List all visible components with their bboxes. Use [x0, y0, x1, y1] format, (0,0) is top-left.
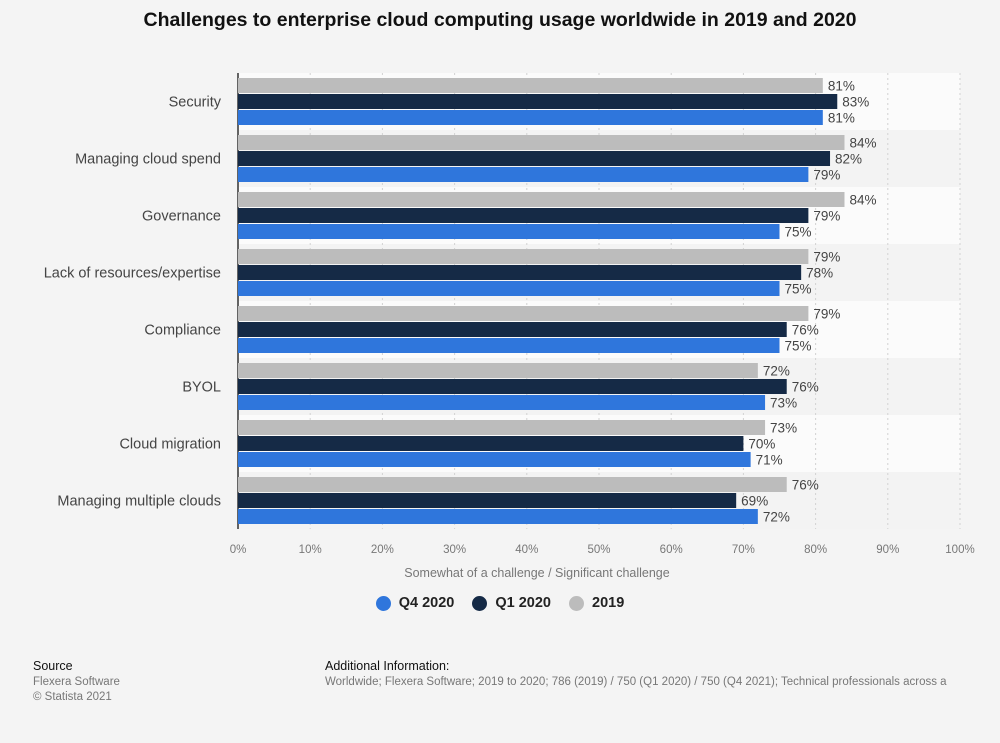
x-tick-label: 50%	[587, 544, 610, 556]
data-label: 79%	[813, 307, 840, 322]
data-label: 70%	[748, 437, 775, 452]
category-label: Compliance	[144, 323, 221, 339]
bar	[238, 493, 737, 508]
category-label: Managing multiple clouds	[57, 494, 221, 510]
legend-item[interactable]: Q4 2020	[375, 595, 455, 611]
bar	[238, 249, 809, 264]
data-label: 79%	[813, 250, 840, 265]
legend-label: 2019	[592, 595, 625, 611]
x-tick-label: 90%	[876, 544, 899, 556]
legend-item[interactable]: Q1 2020	[472, 595, 551, 611]
data-label: 72%	[763, 510, 790, 525]
data-label: 73%	[770, 421, 797, 436]
data-label: 78%	[806, 266, 833, 281]
bar	[238, 151, 831, 166]
additional-info-heading: Additional Information:	[325, 659, 450, 673]
bar	[238, 322, 787, 337]
data-label: 75%	[785, 225, 812, 240]
bar	[238, 363, 758, 378]
additional-info-block: Additional Information: Worldwide; Flexe…	[325, 659, 1000, 690]
chart-legend: Q4 2020 Q1 2020 2019	[0, 595, 1000, 611]
bar	[238, 452, 751, 467]
legend-label: Q4 2020	[398, 595, 455, 611]
data-label: 75%	[785, 339, 812, 354]
bar	[238, 110, 823, 125]
chart-title: Challenges to enterprise cloud computing…	[143, 9, 857, 31]
bar	[238, 338, 780, 353]
x-tick-label: 10%	[299, 544, 322, 556]
bar	[238, 477, 787, 492]
source-heading: Source	[33, 659, 73, 673]
x-axis-title: Somewhat of a challenge / Significant ch…	[404, 566, 669, 580]
category-label: Security	[169, 95, 222, 111]
data-label: 82%	[835, 152, 862, 167]
bar	[238, 224, 780, 239]
data-label: 76%	[792, 323, 819, 338]
x-tick-label: 70%	[732, 544, 755, 556]
source-line: Flexera Software	[33, 675, 120, 688]
data-label: 75%	[785, 282, 812, 297]
additional-info-text: Worldwide; Flexera Software; 2019 to 202…	[325, 675, 947, 688]
data-label: 73%	[770, 396, 797, 411]
source-block: Source Flexera Software © Statista 2021	[33, 659, 120, 706]
x-tick-label: 0%	[230, 544, 247, 556]
x-tick-label: 40%	[515, 544, 538, 556]
legend-marker	[472, 595, 488, 611]
bar	[238, 94, 838, 109]
x-tick-label: 60%	[660, 544, 683, 556]
category-label: Lack of resources/expertise	[44, 266, 221, 282]
category-label: Managing cloud spend	[75, 152, 221, 168]
bar-chart: 0% 10% 20% 30% 40% 50% 60% 70% 80% 90% 100% Somewha…	[44, 73, 975, 580]
bar	[238, 509, 758, 524]
bar	[238, 167, 809, 182]
bar	[238, 265, 802, 280]
data-label: 72%	[763, 364, 790, 379]
x-tick-label: 100%	[945, 544, 974, 556]
x-tick-label: 30%	[443, 544, 466, 556]
bar	[238, 135, 845, 150]
data-label: 76%	[792, 478, 819, 493]
legend-marker	[569, 595, 584, 611]
bar	[238, 208, 809, 223]
category-label: Governance	[142, 209, 221, 225]
legend-label: Q1 2020	[495, 595, 551, 611]
category-label: Cloud migration	[119, 437, 221, 453]
bar	[238, 395, 766, 410]
data-label: 83%	[842, 95, 869, 110]
data-label: 84%	[849, 193, 876, 208]
x-tick-label: 20%	[371, 544, 394, 556]
bar	[238, 281, 780, 296]
legend-marker	[375, 595, 391, 611]
legend-item[interactable]: 2019	[569, 595, 624, 611]
bar	[238, 306, 809, 321]
data-label: 71%	[756, 453, 783, 468]
copyright-line: © Statista 2021	[33, 691, 112, 703]
data-label: 81%	[828, 111, 855, 126]
bar	[238, 436, 744, 451]
data-label: 79%	[813, 168, 840, 183]
bar	[238, 78, 823, 93]
data-label: 76%	[792, 380, 819, 395]
data-label: 81%	[828, 79, 855, 94]
bar	[238, 420, 766, 435]
bar	[238, 192, 845, 207]
data-label: 79%	[813, 209, 840, 224]
x-tick-label: 80%	[804, 544, 827, 556]
data-label: 69%	[741, 494, 768, 509]
data-label: 84%	[849, 136, 876, 151]
bar	[238, 379, 787, 394]
category-label: BYOL	[182, 380, 221, 396]
